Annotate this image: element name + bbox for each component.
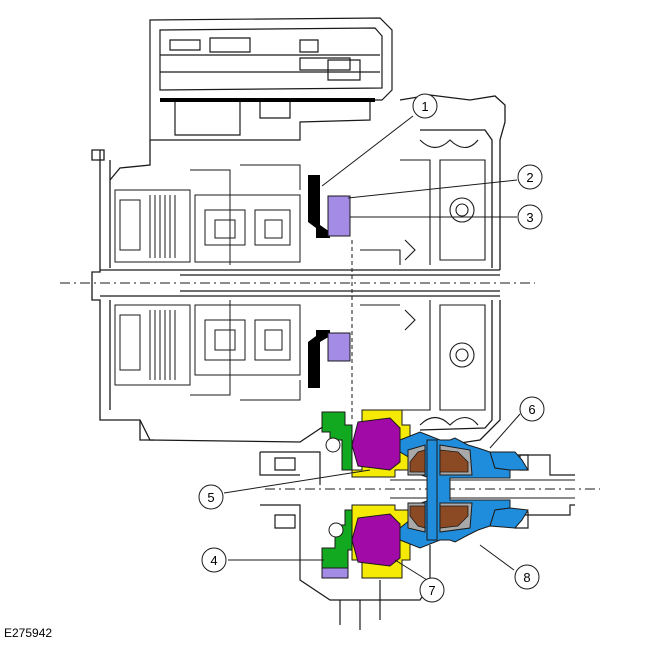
brown-pinion-lower-left (409, 505, 426, 529)
blue-cross-shaft (426, 439, 438, 541)
left-clutch-packs (114, 169, 231, 396)
valve-body-plate (160, 98, 375, 102)
svg-text:4: 4 (210, 553, 217, 568)
brown-pinion-upper-left (409, 449, 426, 473)
bearing-ball-lower (328, 522, 344, 538)
callout-2: 2 (517, 164, 543, 190)
callout-7: 7 (419, 577, 445, 603)
blue-case-flange-upper (489, 451, 529, 471)
planetary-gearsets (194, 164, 301, 401)
brown-pinion-lower-right (439, 505, 469, 529)
lavender-piston-upper (327, 195, 351, 237)
svg-text:5: 5 (207, 490, 214, 505)
bearing-ball-upper (325, 437, 341, 453)
lavender-piston-lower (327, 332, 351, 362)
callout-6: 6 (519, 396, 545, 422)
svg-text:8: 8 (523, 570, 530, 585)
valve-body-housing (149, 17, 393, 141)
svg-text:3: 3 (526, 210, 533, 225)
svg-text:2: 2 (526, 170, 533, 185)
svg-text:6: 6 (528, 402, 535, 417)
blue-case-flange-lower (489, 507, 529, 529)
callout-5: 5 (198, 484, 224, 510)
callout-1: 1 (412, 93, 438, 119)
input-shaft (100, 269, 500, 297)
callout-3: 3 (517, 204, 543, 230)
magenta-carrier-lower (351, 513, 401, 567)
transmission-housing (91, 94, 506, 447)
callout-4: 4 (201, 547, 227, 573)
brown-pinion-upper-right (439, 449, 469, 473)
magenta-carrier-upper (351, 417, 401, 471)
callout-leaders (223, 115, 521, 581)
clutch-drum-upper (308, 175, 330, 238)
callout-8: 8 (514, 564, 540, 590)
clutch-drum-lower (308, 330, 330, 388)
svg-text:7: 7 (428, 583, 435, 598)
figure-id-label: E275942 (4, 626, 53, 640)
torque-converter-housing (360, 139, 486, 426)
green-bearing-upper (321, 411, 353, 471)
lavender-shim (321, 567, 349, 579)
svg-text:1: 1 (421, 99, 428, 114)
